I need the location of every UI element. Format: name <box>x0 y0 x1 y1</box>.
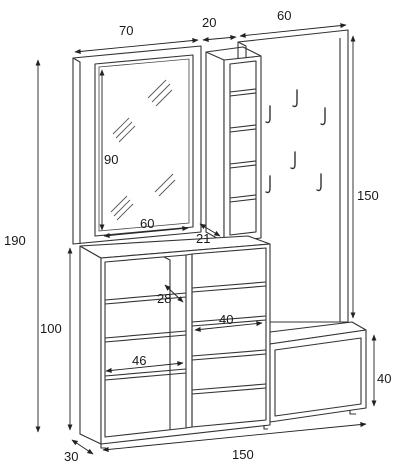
bench <box>269 321 367 423</box>
coat-hooks <box>265 89 326 194</box>
dim-label-mirror-width: 70 <box>119 23 133 38</box>
dim-label-bench-height: 40 <box>377 371 391 386</box>
hook-icon <box>290 151 296 170</box>
dimension-labels: 70 20 60 190 90 60 21 150 28 100 40 46 4… <box>4 8 391 464</box>
dim-label-shelf-width-right: 40 <box>219 312 233 327</box>
dimension-lines <box>35 23 377 455</box>
dim-label-base-depth: 30 <box>64 449 78 464</box>
dim-label-total-width: 150 <box>232 447 254 462</box>
lower-cabinet <box>79 235 271 449</box>
dim-label-shelf-depth: 28 <box>157 291 171 306</box>
dim-label-mirror-height: 90 <box>104 152 118 167</box>
shelf-tower <box>205 46 262 243</box>
hook-icon <box>292 89 298 108</box>
mirror-reflection-marks <box>110 79 176 221</box>
dim-label-tower-depth: 21 <box>196 231 210 246</box>
hook-icon <box>316 173 322 192</box>
hook-icon <box>265 175 271 194</box>
dim-label-mirror-inner-width: 60 <box>140 216 154 231</box>
dim-label-cabinet-height: 100 <box>40 321 62 336</box>
hook-icon <box>265 105 271 124</box>
dim-label-hook-panel-width: 60 <box>277 8 291 23</box>
hook-icon <box>320 107 326 126</box>
mirror <box>94 54 194 237</box>
dim-label-total-height: 190 <box>4 233 26 248</box>
dim-label-tower-width: 20 <box>202 15 216 30</box>
dim-label-shelf-width-left: 46 <box>132 353 146 368</box>
dim-label-hook-panel-height: 150 <box>357 188 379 203</box>
